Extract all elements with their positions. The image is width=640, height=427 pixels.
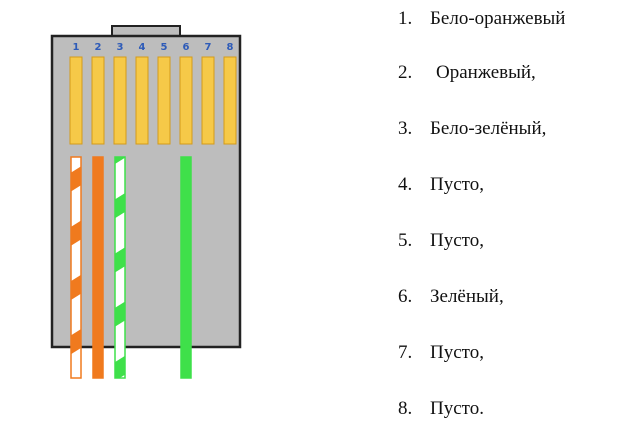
legend-item: 5. Пусто, [398,230,484,252]
legend-label: Оранжевый, [436,62,536,83]
pin-contact [135,56,149,145]
legend-label: Бело-оранжевый [430,8,566,29]
pin-number-label: 5 [161,42,168,53]
pin-number-label: 6 [183,42,190,53]
legend-item: 8. Пусто. [398,398,484,420]
legend-item: 1. Бело-оранжевый [398,8,565,30]
legend-item: 2. Оранжевый, [398,62,536,84]
legend-label: Пусто. [430,398,484,419]
legend-item: 7. Пусто, [398,342,484,364]
legend-label: Пусто, [430,230,484,251]
pin-number-label: 7 [205,42,212,53]
pin-number-labels: 1 2 3 4 5 6 7 8 [73,42,234,53]
legend-label: Бело-зелёный, [430,118,547,139]
legend-number: 7. [398,342,413,363]
legend-item: 4. Пусто, [398,174,484,196]
pin-contact [113,56,127,145]
legend-item: 3. Бело-зелёный, [398,118,546,140]
pin-number-label: 1 [73,42,80,53]
pin-number-label: 2 [95,42,102,53]
pin-contact [201,56,215,145]
legend-item: 6. Зелёный, [398,286,504,308]
legend-number: 5. [398,230,413,251]
pin-number-label: 3 [117,42,124,53]
wire-green [180,156,192,379]
legend-number: 1. [398,8,413,29]
legend-number: 8. [398,398,413,419]
wire-orange [92,156,104,379]
pin-contact [91,56,105,145]
legend-number: 4. [398,174,413,195]
pin-contact [69,56,83,145]
wire-white-orange [70,156,82,379]
legend-number: 2. [398,62,413,83]
pin-number-label: 8 [227,42,234,53]
legend-label: Пусто, [430,342,484,363]
pin-contact [179,56,193,145]
legend-label: Зелёный, [430,286,504,307]
wires [70,156,192,379]
pin-number-label: 4 [139,42,146,53]
pin-contact [223,56,237,145]
legend-number: 6. [398,286,413,307]
wire-white-green [114,156,126,379]
legend-label: Пусто, [430,174,484,195]
pin-contacts [69,56,237,145]
legend-number: 3. [398,118,413,139]
pin-contact [157,56,171,145]
